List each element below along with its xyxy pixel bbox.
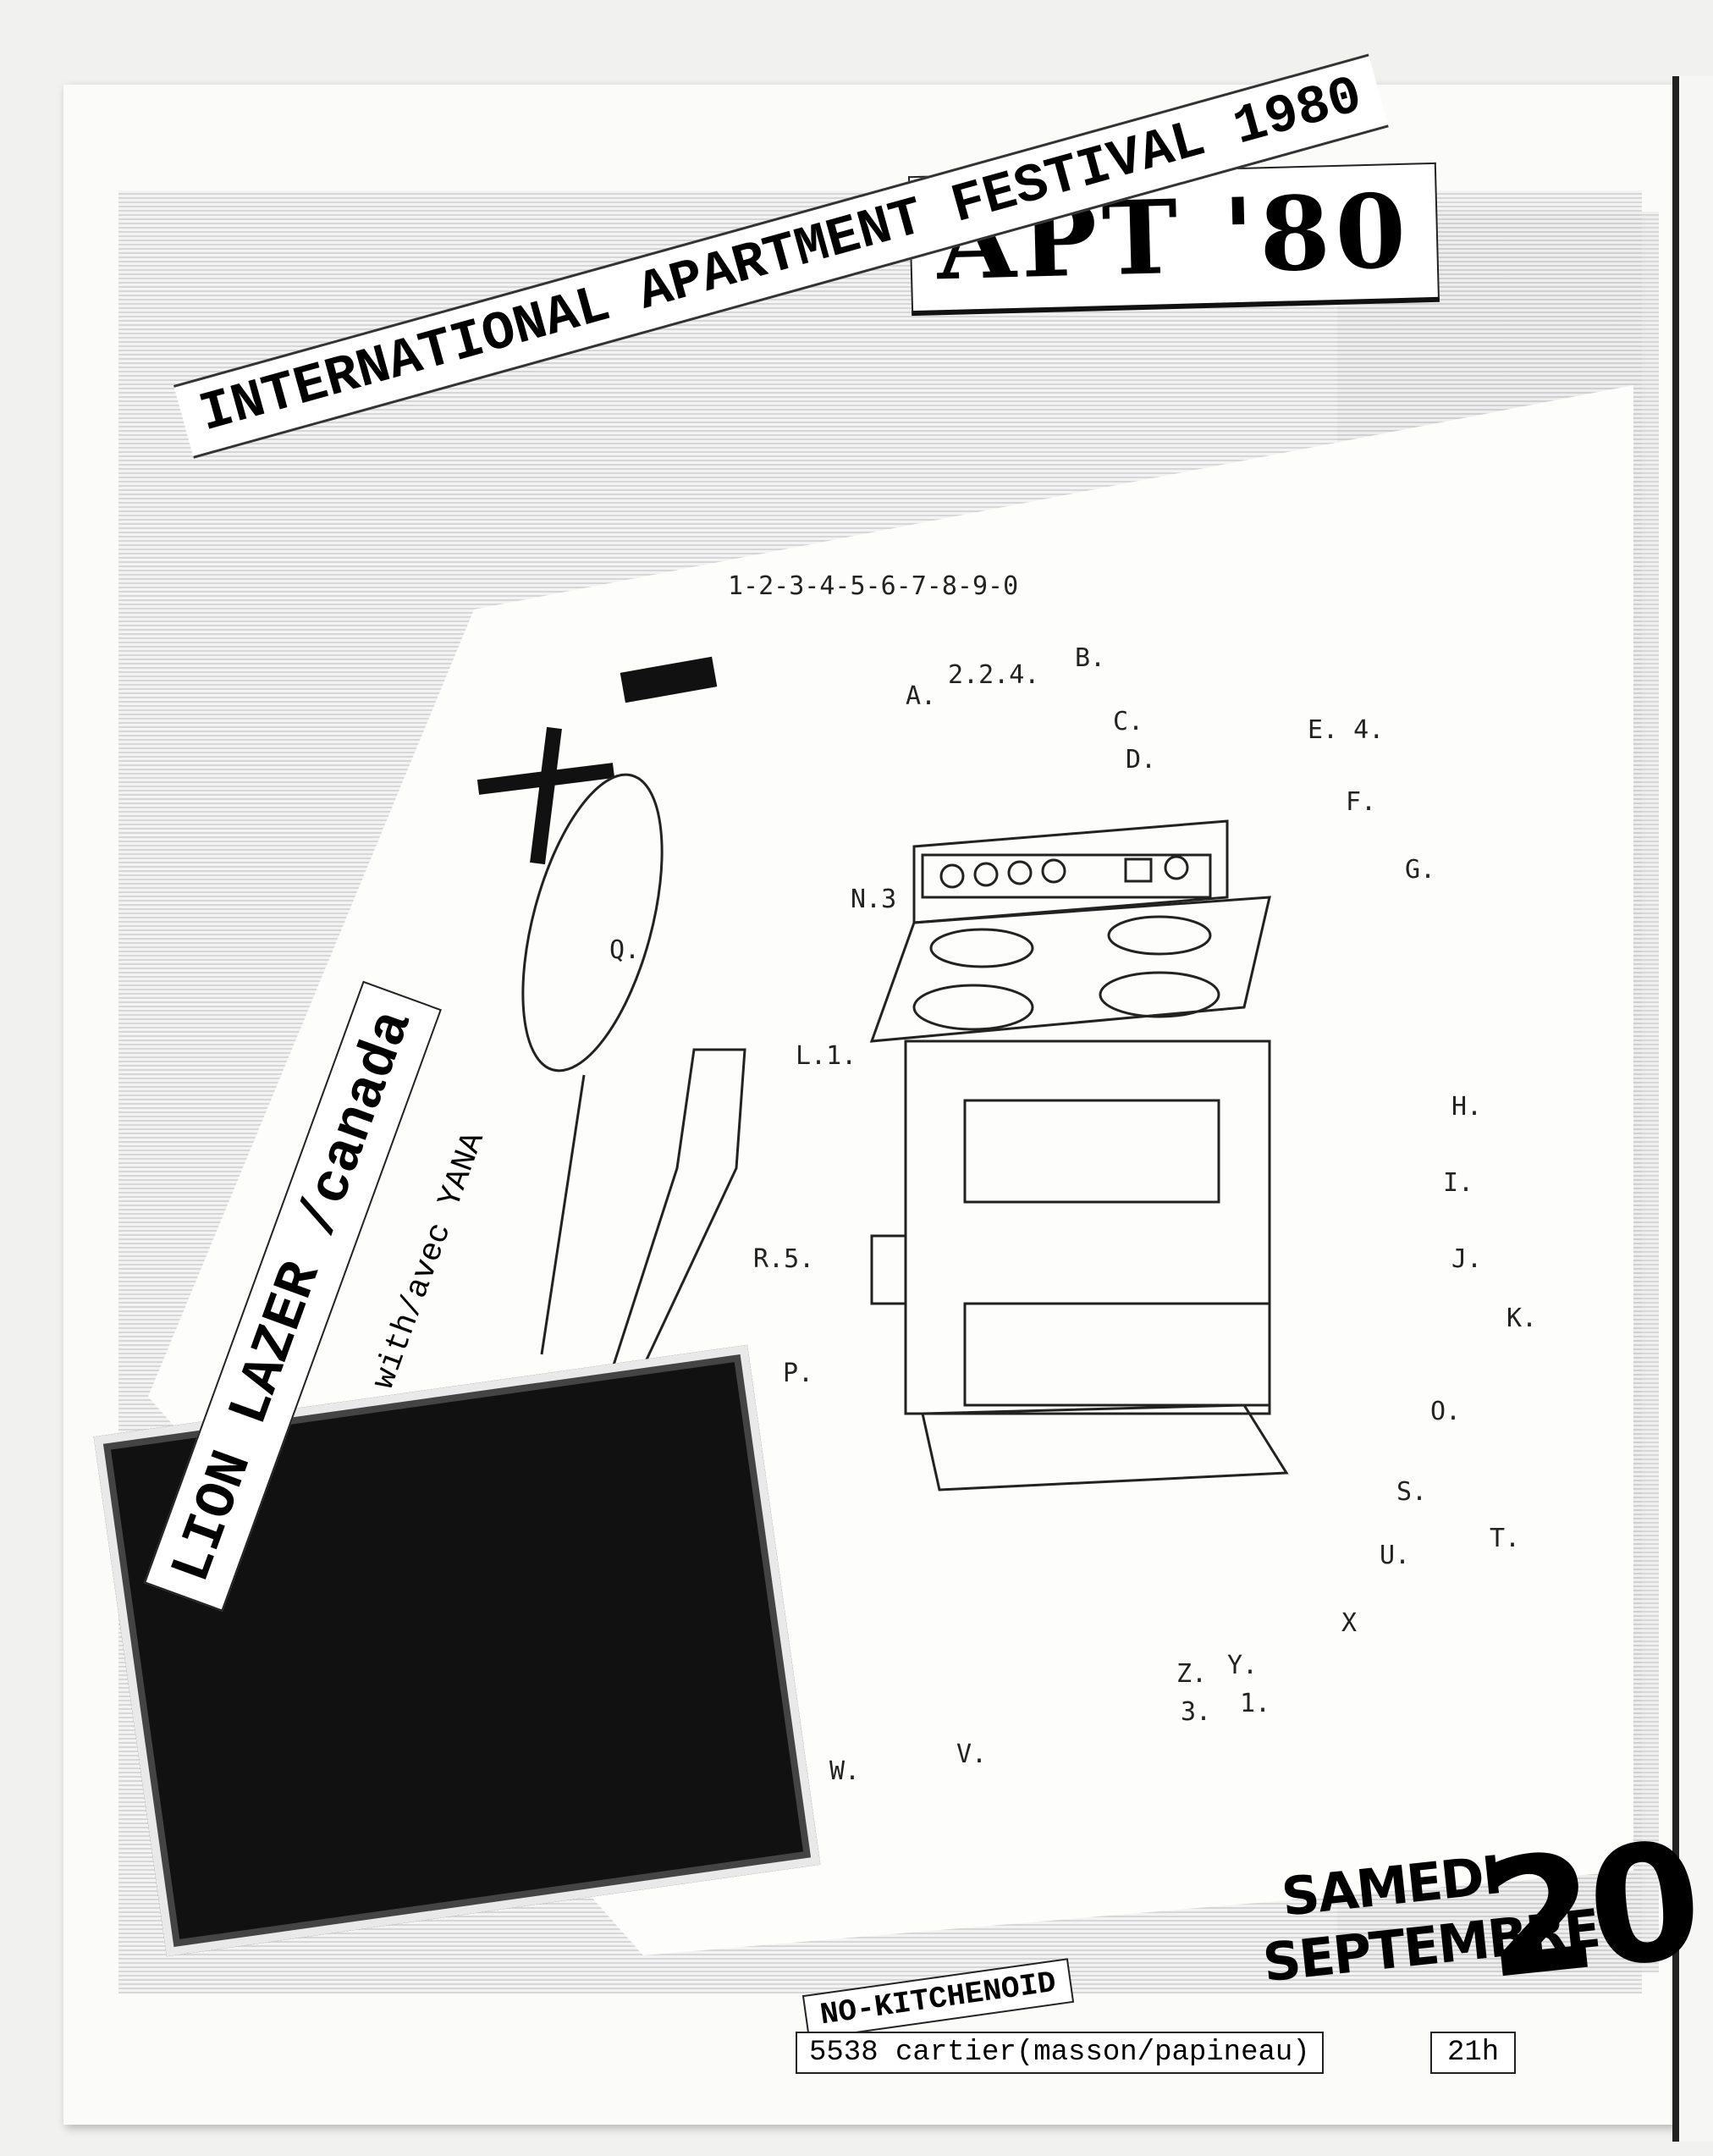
label-k: K. [1506,1304,1538,1333]
label-x: X [1341,1608,1358,1638]
plus-icon [476,726,615,865]
stove-illustration [869,819,1289,1492]
label-3: 3. [1181,1697,1212,1727]
label-r5: R.5. [753,1244,815,1274]
event-time: 21h [1430,2032,1517,2074]
label-i: I. [1443,1168,1474,1198]
label-y: Y. [1227,1651,1259,1680]
label-224: 2.2.4. [948,660,1040,690]
label-numbers: 1-2-3-4-5-6-7-8-9-0 [728,571,1019,601]
venue-address: 5538 cartier(masson/papineau) [796,2032,1324,2074]
date-number: 20 [1474,1806,1704,2015]
label-b: B. [1075,643,1106,673]
label-d: D. [1126,745,1157,775]
label-1: 1. [1240,1689,1271,1718]
label-p: P. [783,1359,814,1388]
next-page-edge [1672,76,1713,2142]
label-t: T. [1490,1524,1521,1553]
label-v: V. [956,1740,988,1769]
label-j: J. [1451,1244,1483,1274]
label-g: G. [1405,855,1436,885]
label-c: C. [1113,707,1144,736]
label-s: S. [1396,1477,1428,1507]
label-f: F. [1346,787,1377,817]
label-l1: L.1. [796,1041,857,1071]
label-q: Q. [609,935,641,965]
label-z: Z. [1176,1659,1208,1689]
label-w: W. [829,1756,861,1786]
label-h: H. [1451,1092,1483,1122]
label-e: E. 4. [1308,715,1385,745]
label-a: A. [906,681,937,711]
label-o: O. [1430,1397,1462,1426]
label-u: U. [1380,1541,1411,1570]
minus-icon [620,656,718,703]
label-n3: N.3 [851,885,897,914]
